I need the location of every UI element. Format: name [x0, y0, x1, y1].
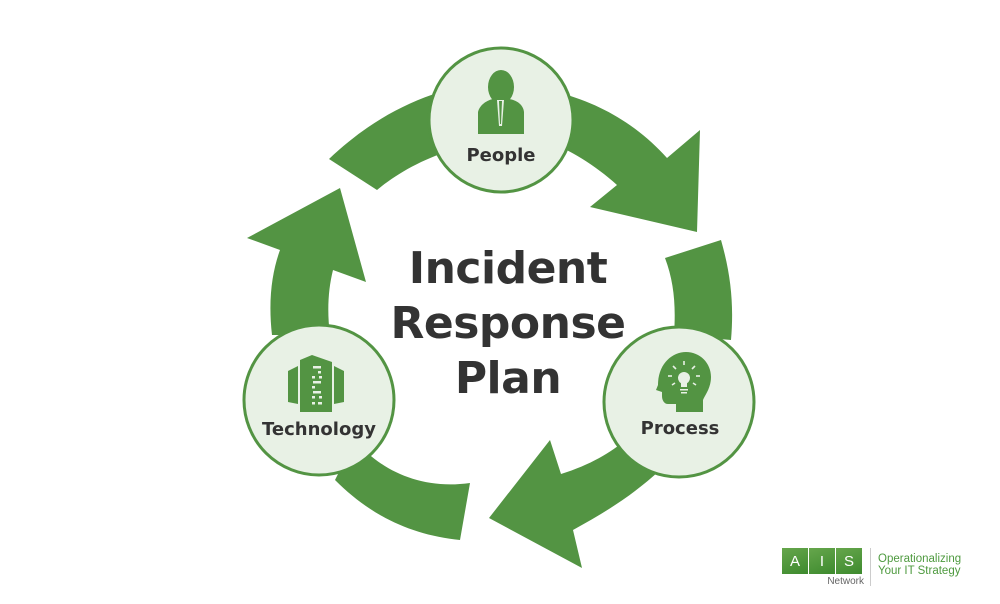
cycle-arrows [247, 92, 733, 568]
logo-network-text: Network [827, 576, 864, 587]
logo-letter-i: I [809, 548, 835, 574]
logo-tagline-line-1: Operationalizing [878, 553, 962, 565]
node-people: People [427, 46, 575, 194]
node-label-process: Process [641, 418, 720, 439]
title-line-1: Incident [409, 243, 608, 294]
title-line-2: Response [391, 298, 626, 349]
node-technology: Technology [242, 323, 396, 477]
arrow-process-to-technology [489, 440, 660, 568]
logo-tagline-line-2: Your IT Strategy [878, 565, 961, 577]
title-line-3: Plan [455, 353, 561, 404]
node-label-people: People [466, 145, 535, 166]
logo-tagline: Operationalizing Your IT Strategy [878, 553, 961, 577]
ring-segment-right [665, 240, 733, 340]
logo-letter-s: S [836, 548, 862, 574]
logo-divider [870, 548, 871, 586]
person-icon [478, 70, 524, 134]
buildings-icon [288, 355, 344, 412]
ring-segment-bottom-left [335, 440, 470, 540]
ring-segment-top-left [329, 92, 452, 190]
node-label-technology: Technology [262, 419, 376, 440]
node-process: Process [602, 325, 756, 479]
logo-letter-a: A [782, 548, 808, 574]
arrow-technology-to-people [247, 188, 366, 335]
ais-network-logo: A I S Network Operationalizing Your IT S… [782, 548, 982, 588]
center-title: Incident Response Plan [391, 243, 627, 404]
arrow-people-to-process [545, 93, 700, 232]
logo-letter-boxes: A I S [782, 548, 862, 574]
head-lightbulb-icon [656, 352, 711, 412]
